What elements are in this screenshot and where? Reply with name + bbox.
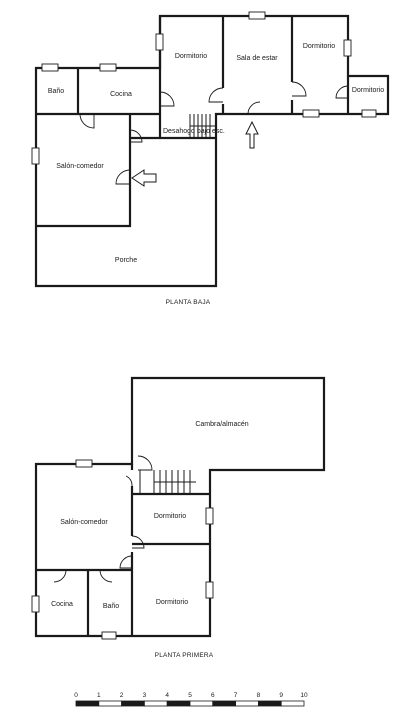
scale-tick-label: 4 xyxy=(165,692,169,699)
room-label-bano: Baño xyxy=(103,603,119,610)
scale-tick-label: 9 xyxy=(279,692,283,699)
door-swing xyxy=(79,113,95,129)
door-swing xyxy=(291,81,307,97)
window xyxy=(41,63,59,72)
room-label-dormitorio: Dormitorio xyxy=(175,53,207,60)
room-label-porche: Porche xyxy=(115,257,137,264)
scale-segment xyxy=(121,700,145,707)
door-swing xyxy=(115,169,131,185)
window xyxy=(99,63,117,72)
scale-bar: 0 1 2 3 4 5 6 7 8 9 10 xyxy=(74,692,308,707)
door-swing xyxy=(53,569,67,583)
door-swing xyxy=(247,101,261,115)
door-swing xyxy=(208,87,224,103)
room-label-sala-de-estar: Sala de estar xyxy=(236,55,278,62)
window xyxy=(361,109,377,118)
scale-tick-label: 7 xyxy=(234,692,238,699)
scale-tick-label: 10 xyxy=(300,692,308,699)
room-label-dormitorio: Dormitorio xyxy=(154,513,186,520)
room-label-cocina: Cocina xyxy=(110,91,132,98)
window xyxy=(31,595,40,613)
first-interior-walls xyxy=(36,464,210,636)
ground-stairs xyxy=(189,114,216,138)
scale-segment xyxy=(98,700,123,707)
window xyxy=(205,581,214,599)
window xyxy=(31,147,40,165)
ground-outer-wall xyxy=(34,14,390,288)
window xyxy=(155,33,164,51)
door-swing xyxy=(129,129,143,143)
room-label-salon-comedor: Salón-comedor xyxy=(60,519,108,526)
ground-interior-walls xyxy=(36,16,350,228)
room-label-dormitorio: Dormitorio xyxy=(303,43,335,50)
window xyxy=(248,11,266,20)
window xyxy=(302,109,320,118)
room-label-dormitorio: Dormitorio xyxy=(156,599,188,606)
door-swing xyxy=(99,569,113,583)
first-floor-caption: PLANTA PRIMERA xyxy=(155,652,214,659)
scale-segment xyxy=(166,700,191,707)
window xyxy=(343,39,352,57)
window xyxy=(75,459,93,468)
first-floor-plan: Cambra/almacén Salón-comedor Dormitorio … xyxy=(31,376,326,659)
ground-floor-plan: Baño Cocina Dormitorio Sala de estar Dor… xyxy=(31,11,390,306)
first-outer-wall xyxy=(34,376,326,638)
room-label-cambra: Cambra/almacén xyxy=(195,421,248,428)
door-swing xyxy=(159,91,175,107)
scale-segment xyxy=(75,700,100,707)
scale-segment xyxy=(143,700,168,707)
room-label-salon-comedor: Salón-comedor xyxy=(56,163,104,170)
scale-segment xyxy=(235,700,259,707)
ground-floor-caption: PLANTA BAJA xyxy=(166,299,211,306)
scale-tick-label: 1 xyxy=(97,692,101,699)
first-floor-stairs xyxy=(139,470,196,494)
scale-segment xyxy=(212,700,237,707)
door-swing xyxy=(131,535,145,549)
room-label-dormitorio: Dormitorio xyxy=(352,87,384,94)
scale-tick-label: 2 xyxy=(120,692,124,699)
door-swing xyxy=(137,455,153,471)
door-swing xyxy=(335,85,349,99)
window xyxy=(205,507,214,525)
scale-tick-label: 6 xyxy=(211,692,215,699)
entrance-arrow-icon xyxy=(131,169,157,187)
scale-tick-label: 8 xyxy=(257,692,261,699)
room-label-desahogo: Desahogo bajo esc. xyxy=(163,128,225,135)
scale-tick-label: 0 xyxy=(74,692,78,699)
door-swing xyxy=(119,555,133,569)
scale-segment xyxy=(280,700,305,707)
room-label-cocina: Cocina xyxy=(51,601,73,608)
scale-segment xyxy=(257,700,282,707)
door-swing xyxy=(125,475,133,487)
scale-tick-label: 5 xyxy=(188,692,192,699)
entrance-arrow-icon xyxy=(245,120,259,149)
scale-tick-label: 3 xyxy=(143,692,147,699)
window xyxy=(101,631,117,640)
room-label-bano: Baño xyxy=(48,88,64,95)
scale-segment xyxy=(189,700,214,707)
